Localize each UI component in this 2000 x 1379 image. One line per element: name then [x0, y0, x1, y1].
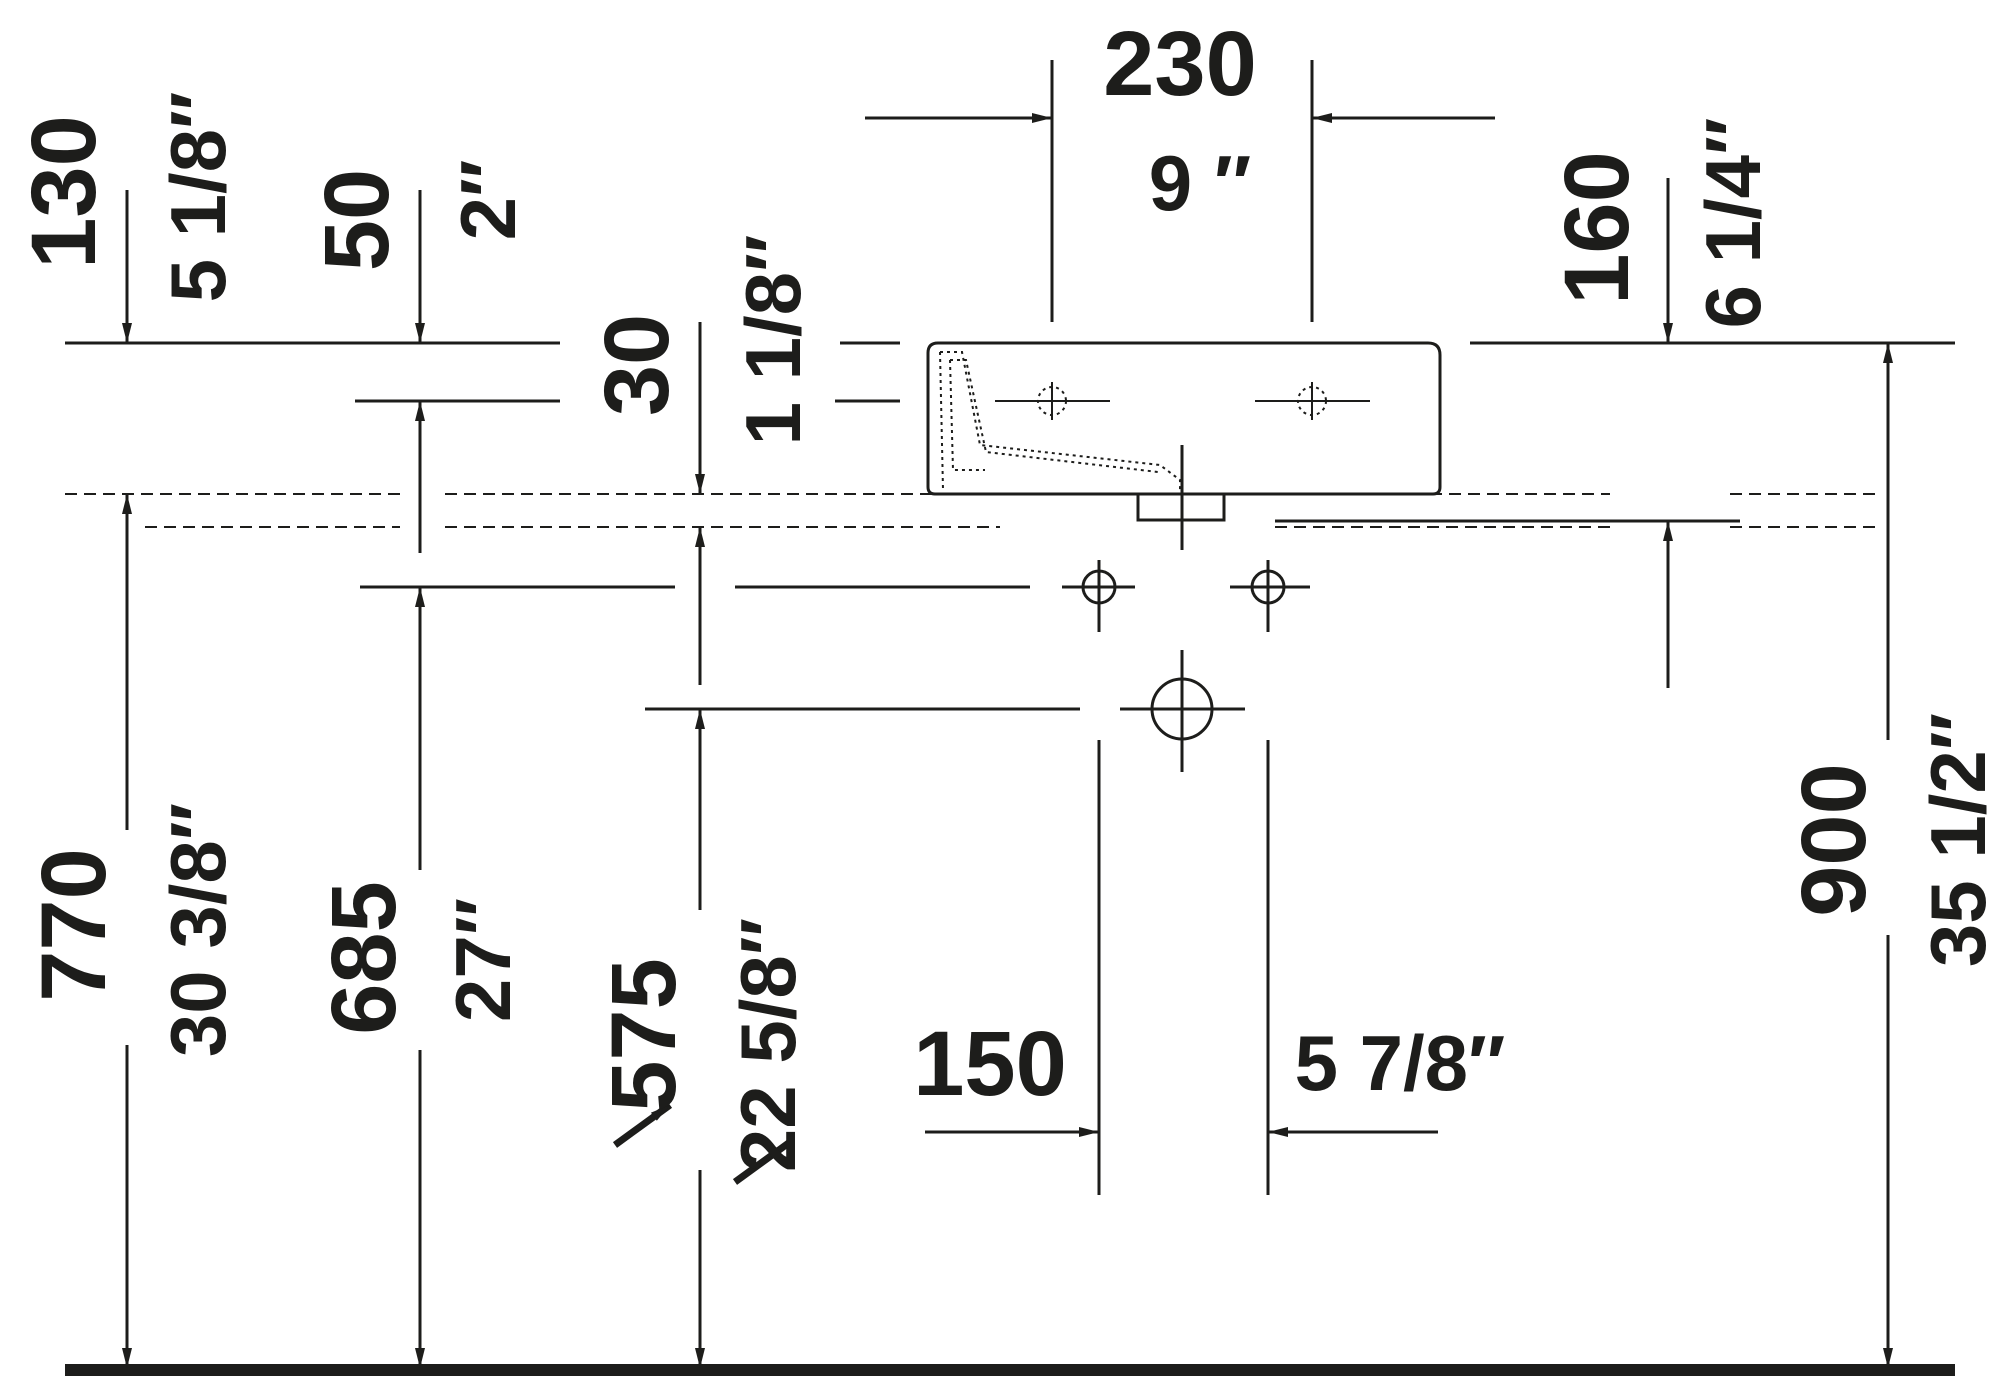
reference-lines [65, 341, 1955, 711]
label-h770-mm: 770 [23, 848, 125, 1002]
dimension-labels: 230 9 ″ 130 5 1/8″ 50 2″ 30 1 1/8″ 160 6… [13, 13, 2000, 1172]
label-spacing-in: 5 7/8″ [1295, 1019, 1506, 1107]
label-h575-mm: 575 [593, 958, 695, 1112]
label-rim-mm: 50 [306, 169, 408, 271]
label-top-left-mm: 130 [13, 115, 115, 269]
label-h900-mm: 900 [1783, 763, 1885, 917]
label-h685-mm: 685 [313, 881, 415, 1035]
label-h685-in: 27″ [439, 898, 527, 1022]
label-h770-in: 30 3/8″ [154, 803, 242, 1057]
label-width-mm: 230 [1103, 13, 1257, 115]
label-right-mm: 160 [1546, 151, 1648, 305]
label-h575-in: 22 5/8″ [724, 918, 812, 1172]
label-h900-in: 35 1/2″ [1914, 713, 2000, 967]
dimension-arrows [122, 113, 1893, 1368]
water-connections [1062, 560, 1310, 632]
label-rim-in: 2″ [444, 160, 532, 241]
label-top-left-in: 5 1/8″ [154, 92, 242, 303]
washbasin [926, 341, 1442, 550]
extension-lines [1050, 60, 1314, 1195]
label-spacing-mm: 150 [913, 1013, 1067, 1115]
label-width-in: 9 ″ [1149, 139, 1251, 227]
waste-connection [1120, 650, 1245, 772]
label-bowl-mm: 30 [586, 314, 688, 416]
label-bowl-in: 1 1/8″ [729, 235, 817, 446]
label-right-in: 6 1/4″ [1689, 118, 1777, 329]
